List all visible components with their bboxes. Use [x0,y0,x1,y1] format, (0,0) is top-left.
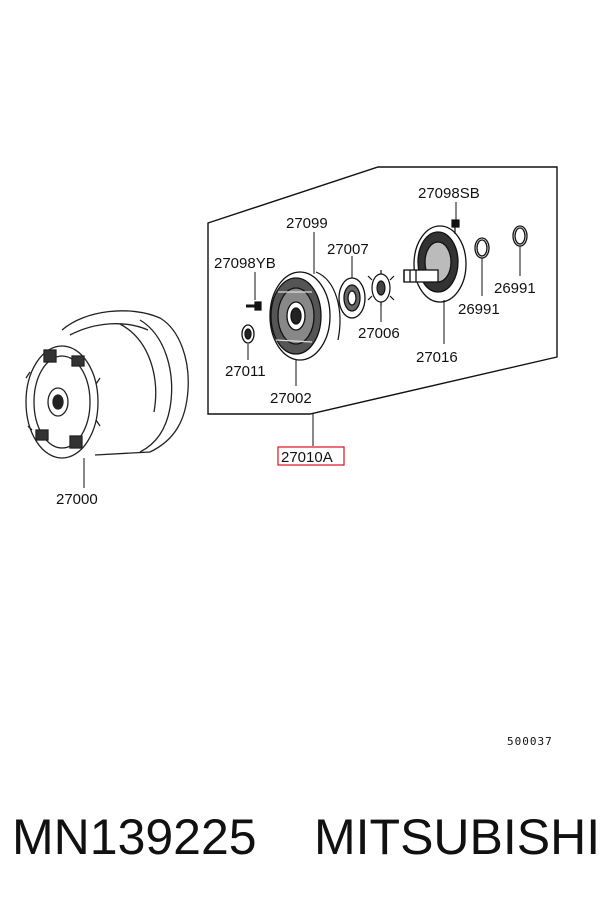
figure-code: 500037 [507,735,553,748]
highlight-box-27010A [277,446,345,466]
torque-converter-drawing [25,310,189,459]
ring-26991-a-drawing [474,237,490,259]
label-27000: 27000 [56,491,98,508]
label-26991-a: 26991 [458,301,500,318]
part-number: MN139225 [12,809,257,865]
seal-27011-drawing [241,324,255,344]
pump-body-27002-drawing [269,271,331,361]
label-27002: 27002 [270,390,312,407]
pump-cover-27016-drawing [403,225,467,303]
label-27006: 27006 [358,325,400,342]
label-27011: 27011 [225,363,266,380]
label-27007: 27007 [327,241,369,258]
gear-27007-drawing [338,277,366,319]
label-27016: 27016 [416,349,458,366]
footer: MN139225 MITSUBISHI [0,808,600,868]
gear-27006-drawing [367,270,395,306]
label-27010A[interactable]: 27010A [281,449,333,466]
ring-26991-b-drawing [512,225,528,247]
label-26991-b: 26991 [494,280,536,297]
label-27098YB: 27098YB [214,255,276,272]
brand-name: MITSUBISHI [314,809,600,865]
bolt-27098YB-drawing [246,301,262,311]
label-27098SB: 27098SB [418,185,480,202]
assembly-frame [207,166,558,415]
label-27099: 27099 [286,215,328,232]
seal-ring-27099-drawing [315,271,341,341]
